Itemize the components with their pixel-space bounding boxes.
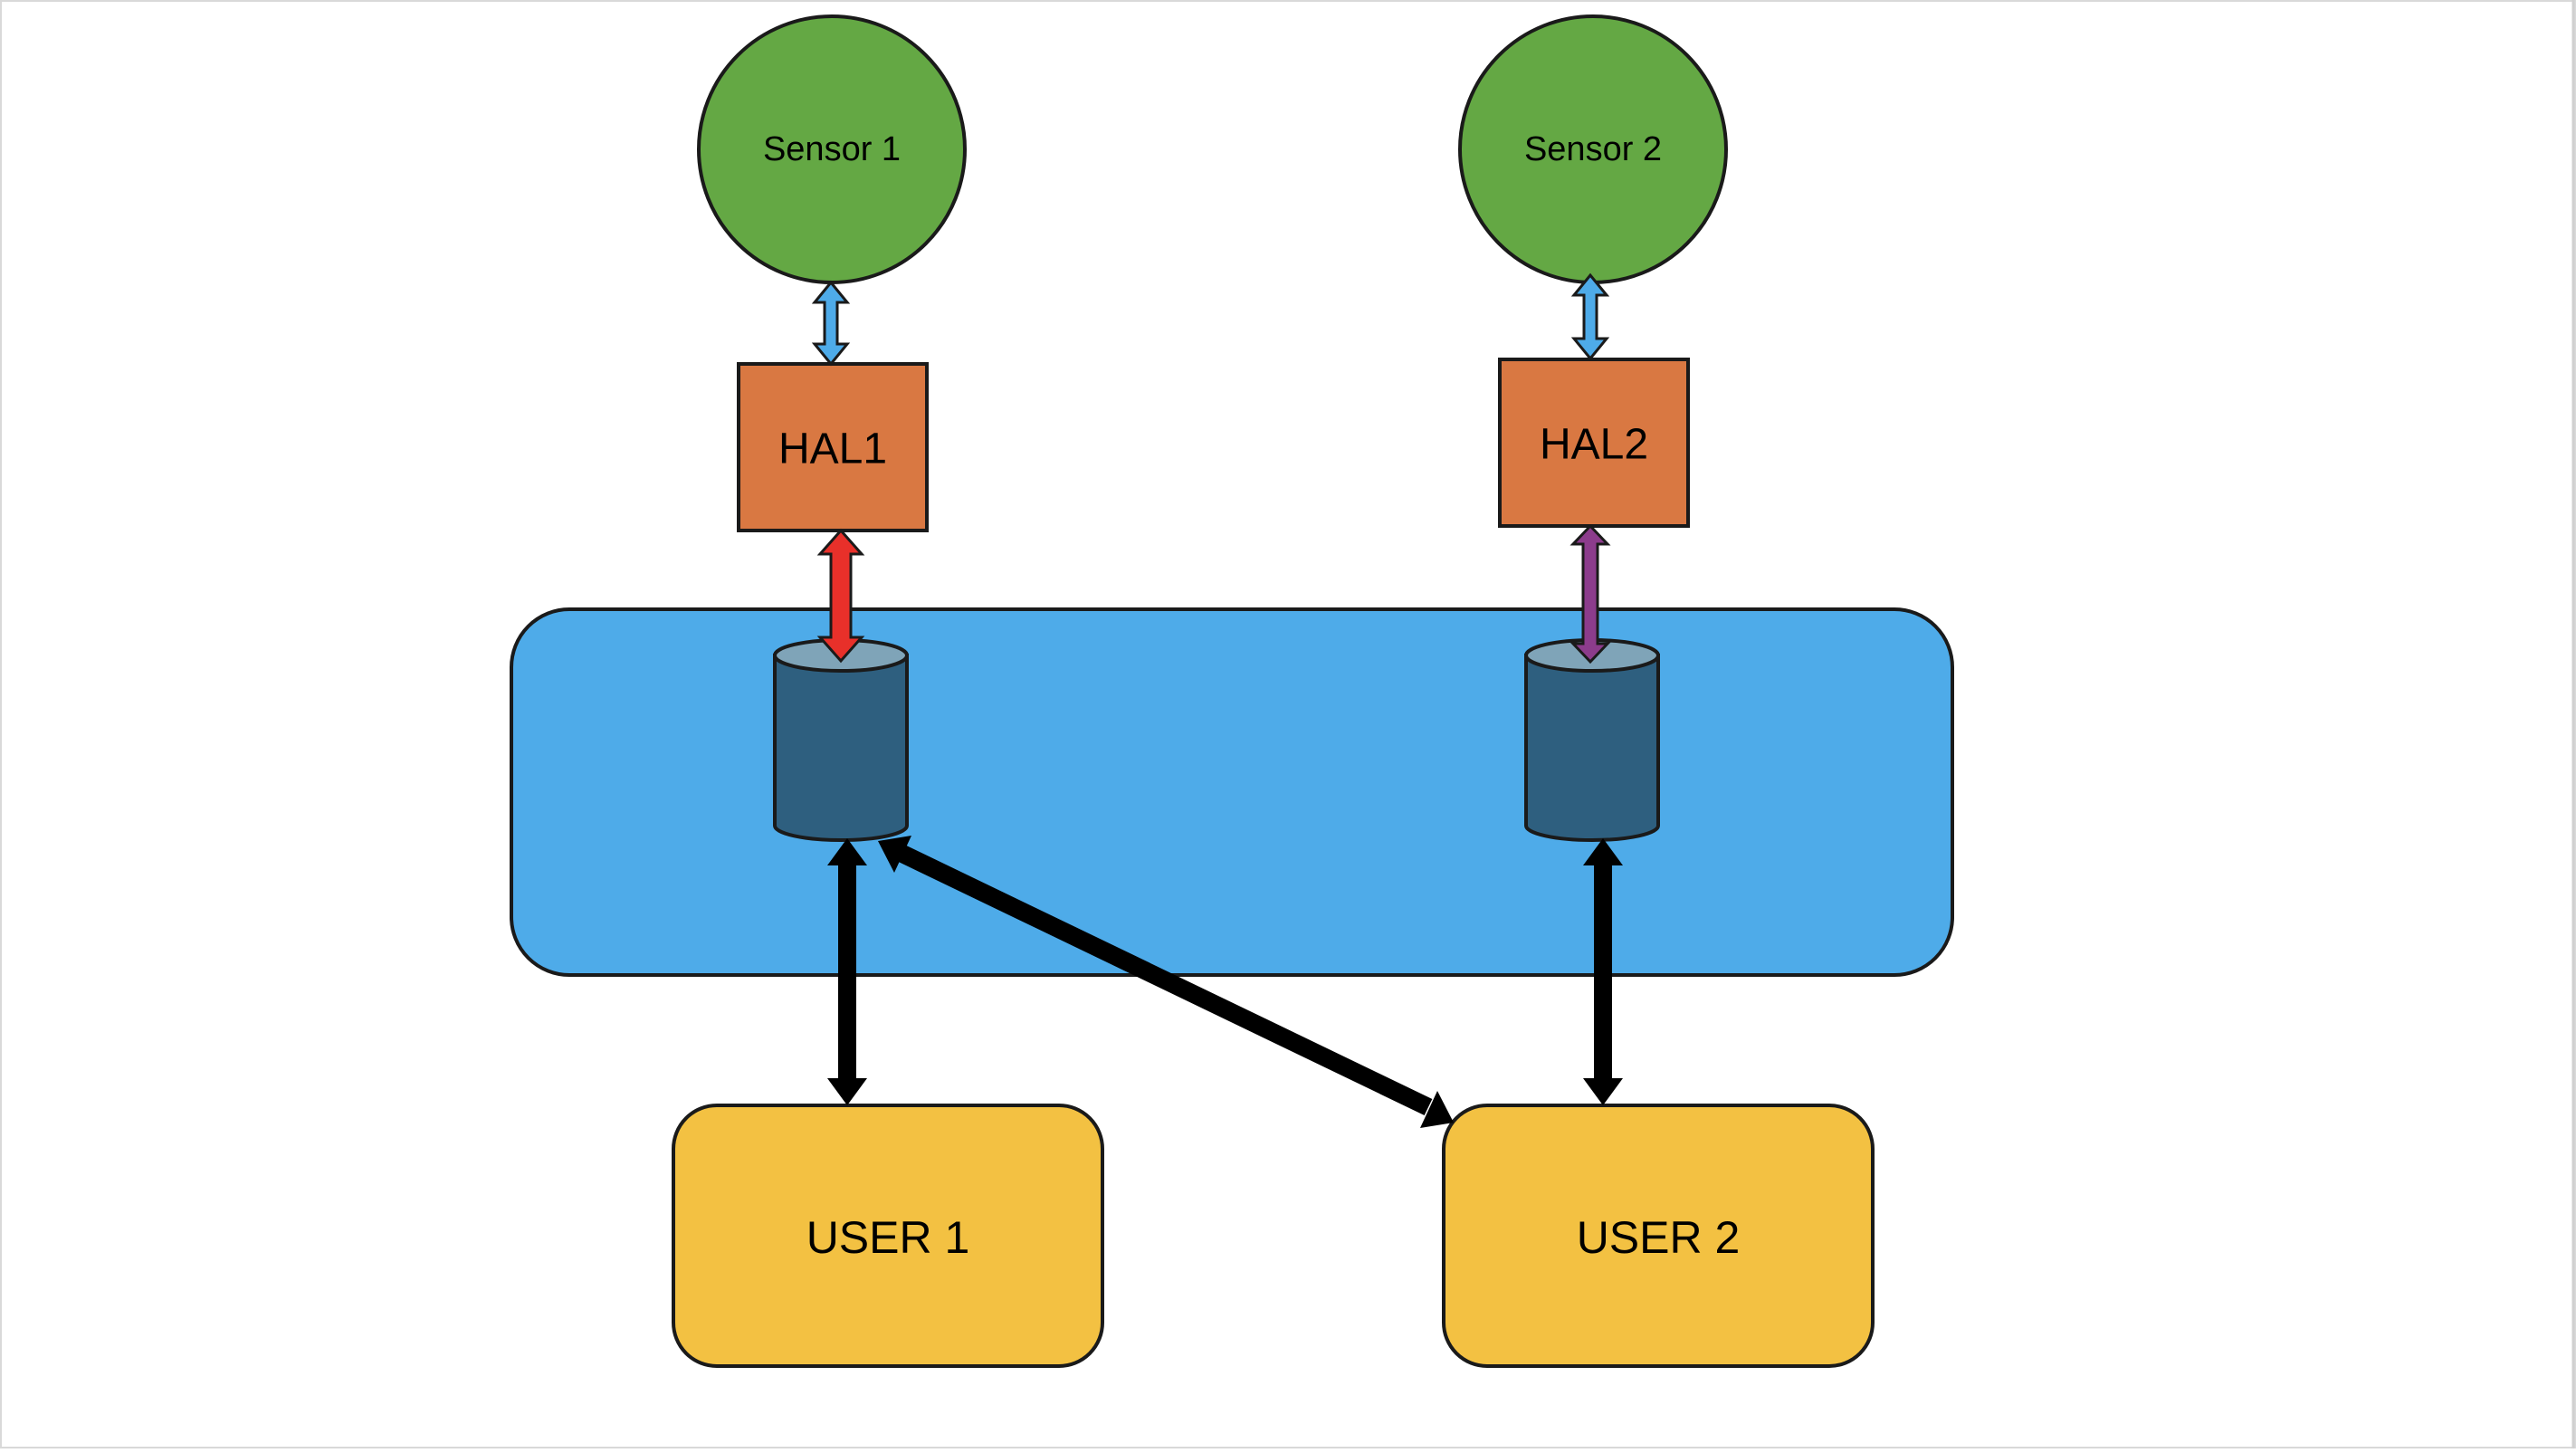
user-2-label: USER 2	[1577, 1212, 1741, 1263]
store-1-cylinder[interactable]	[773, 638, 909, 842]
store-2-cylinder[interactable]	[1524, 638, 1660, 842]
arrow-hal2-store2	[1569, 523, 1611, 664]
user-1-box	[672, 1104, 1104, 1368]
hal-1-label: HAL1	[778, 425, 887, 473]
arrow-store1-user1	[827, 838, 867, 1105]
hal-2-node[interactable]: HAL2	[1498, 358, 1690, 528]
user-1-node[interactable]: USER 1	[672, 1104, 1104, 1368]
hal-2-label: HAL2	[1540, 421, 1648, 469]
hal-1-node[interactable]: HAL1	[737, 362, 929, 532]
hal-2-box	[1498, 358, 1690, 528]
sensor-1-label: Sensor 1	[763, 130, 901, 168]
sensor-2-node[interactable]: Sensor 2	[1458, 14, 1728, 284]
middleware-container	[510, 607, 1954, 977]
user-2-box	[1442, 1104, 1875, 1368]
sensor-2-label: Sensor 2	[1524, 130, 1662, 168]
arrow-store1-user2	[878, 836, 1454, 1128]
user-1-label: USER 1	[806, 1212, 970, 1263]
sensor-1-node[interactable]: Sensor 1	[697, 14, 967, 284]
store-2-body	[1524, 654, 1660, 842]
user-2-node[interactable]: USER 2	[1442, 1104, 1875, 1368]
arrow-sensor1-hal1	[811, 280, 851, 367]
arrow-store2-user2	[1583, 838, 1623, 1105]
hal-1-box	[737, 362, 929, 532]
arrow-sensor2-hal2	[1570, 272, 1610, 361]
arrow-hal1-store1	[816, 528, 865, 664]
store-1-body	[773, 654, 909, 842]
